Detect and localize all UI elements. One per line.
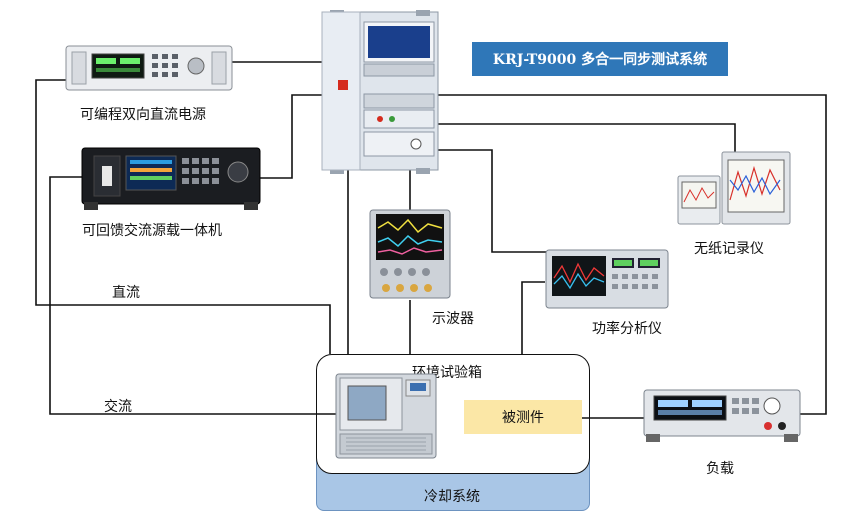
load-label: 负载 bbox=[706, 461, 734, 477]
system-title-box: KRJ-T9000 多合一同步测试系统 bbox=[472, 42, 728, 76]
test-cabinet-device bbox=[321, 10, 439, 174]
oscilloscope-device bbox=[369, 209, 451, 299]
environment-chamber-device bbox=[335, 373, 437, 459]
oscilloscope-label: 示波器 bbox=[432, 311, 474, 327]
dc-source-label: 可编程双向直流电源 bbox=[80, 107, 206, 123]
ac-source-device bbox=[81, 147, 261, 210]
line-cabinet-load bbox=[435, 94, 827, 415]
power-analyzer-device bbox=[545, 249, 669, 309]
line-dc-source-to-chamber bbox=[35, 79, 331, 354]
dc-source-device bbox=[65, 45, 233, 91]
ac-line-label: 交流 bbox=[104, 399, 132, 415]
recorder-label: 无纸记录仪 bbox=[694, 241, 764, 257]
dut-box: 被测件 bbox=[464, 400, 582, 434]
load-device bbox=[643, 389, 801, 442]
dc-line-label: 直流 bbox=[112, 285, 140, 301]
line-ac-source-to-chamber bbox=[49, 176, 338, 415]
line-cabinet-power-analyzer bbox=[435, 149, 548, 253]
recorder-device bbox=[677, 151, 791, 225]
line-cabinet-recorder bbox=[435, 123, 736, 152]
cooling-system-label: 冷却系统 bbox=[424, 489, 480, 505]
power-analyzer-label: 功率分析仪 bbox=[592, 321, 662, 337]
line-ac-source-cabinet bbox=[260, 94, 322, 179]
line-power-analyzer-chamber bbox=[521, 281, 545, 354]
ac-source-label: 可回馈交流源载一体机 bbox=[82, 223, 222, 239]
